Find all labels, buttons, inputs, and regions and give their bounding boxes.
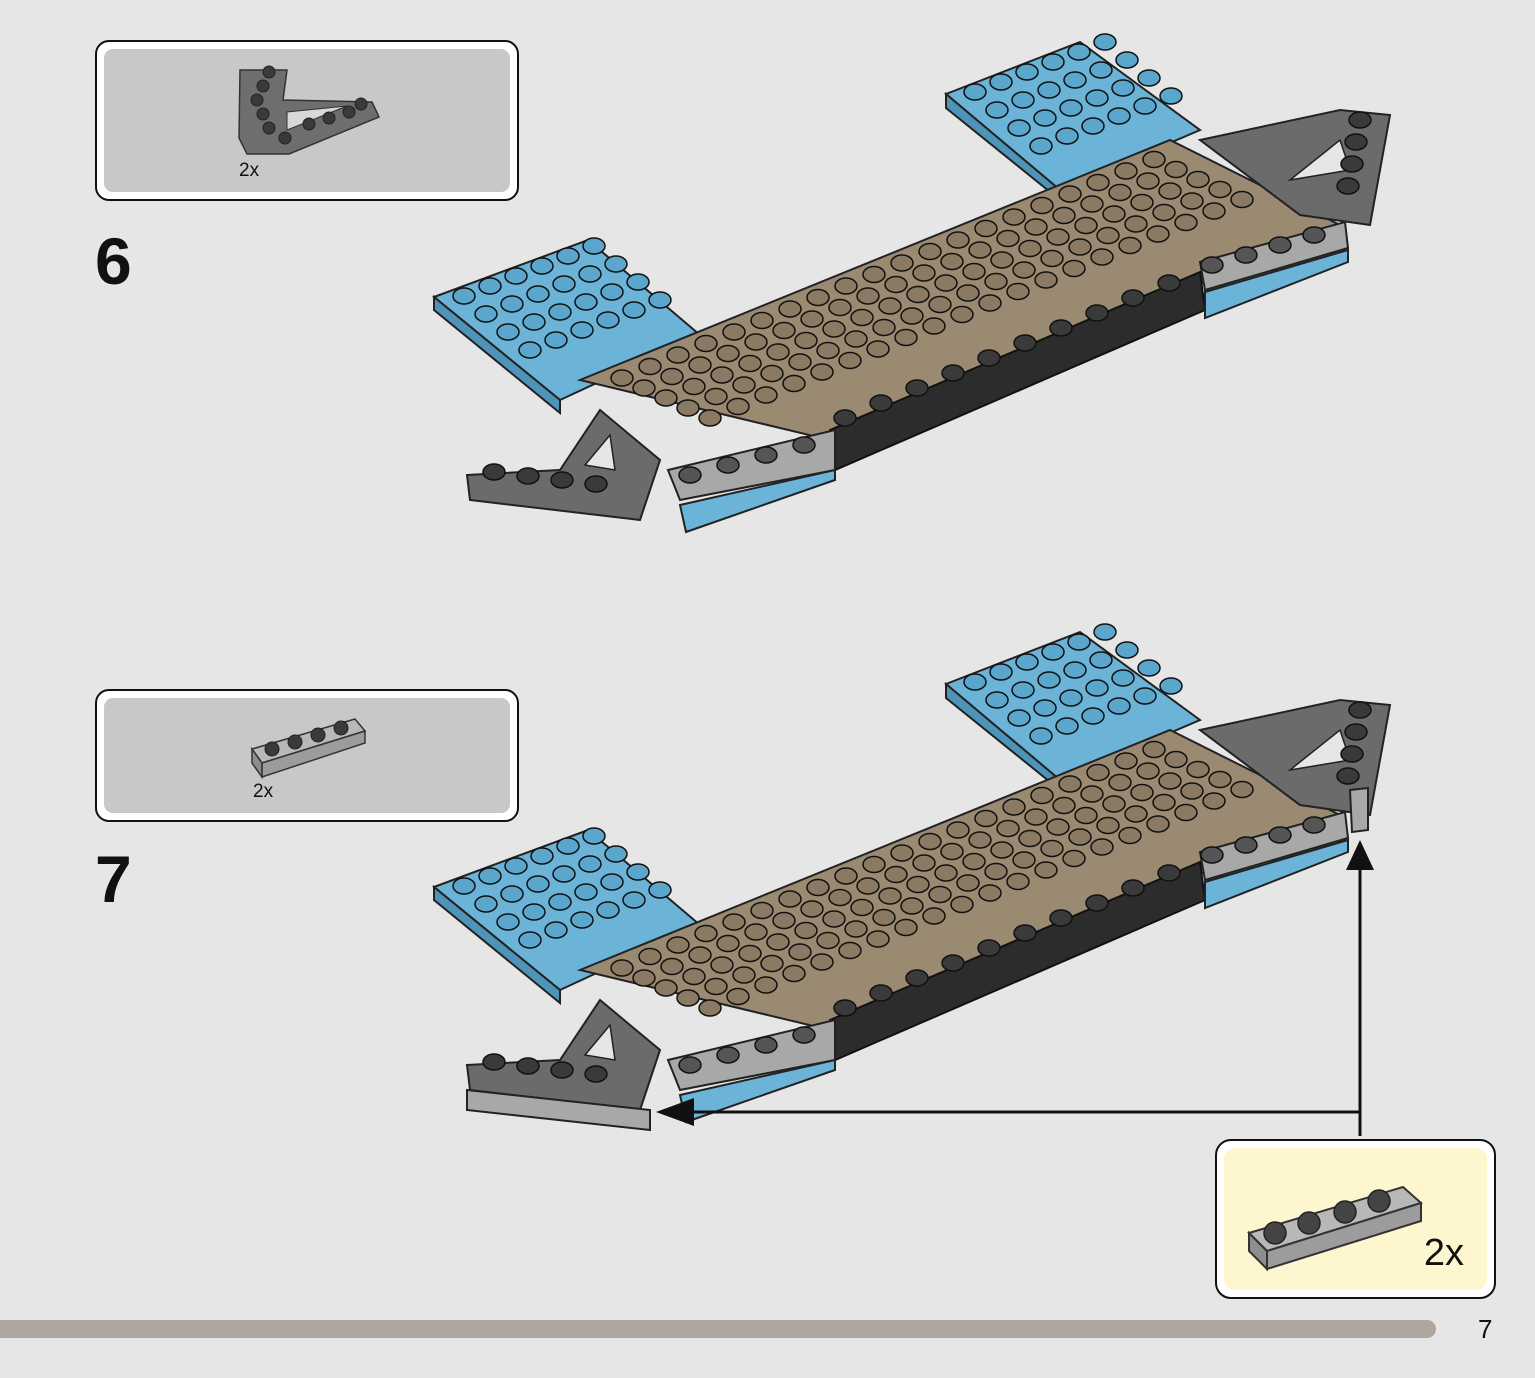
arrow-head-up: [1346, 840, 1374, 870]
step-7-callout-box: 2x: [1215, 1139, 1496, 1299]
step-6-number: 6: [95, 224, 132, 298]
step-7-number: 7: [95, 842, 132, 916]
arrow-head-left: [656, 1098, 694, 1126]
step-6-parts-box: 2x: [95, 40, 519, 201]
placement-arrows: [680, 862, 1362, 1136]
wedge-plate-part-icon: [238, 65, 381, 155]
step-7-parts-box: 2x: [95, 689, 519, 822]
footer-bar: [0, 1320, 1436, 1338]
step-6-part-quantity: 2x: [239, 160, 260, 181]
step-7-callout-quantity: 2x: [1423, 1232, 1464, 1274]
plate-1x4-part-icon: [250, 718, 367, 780]
step-7-part-quantity: 2x: [253, 781, 274, 802]
callout-plate-1x4-icon: [1247, 1185, 1423, 1272]
page-number: 7: [1478, 1314, 1493, 1344]
